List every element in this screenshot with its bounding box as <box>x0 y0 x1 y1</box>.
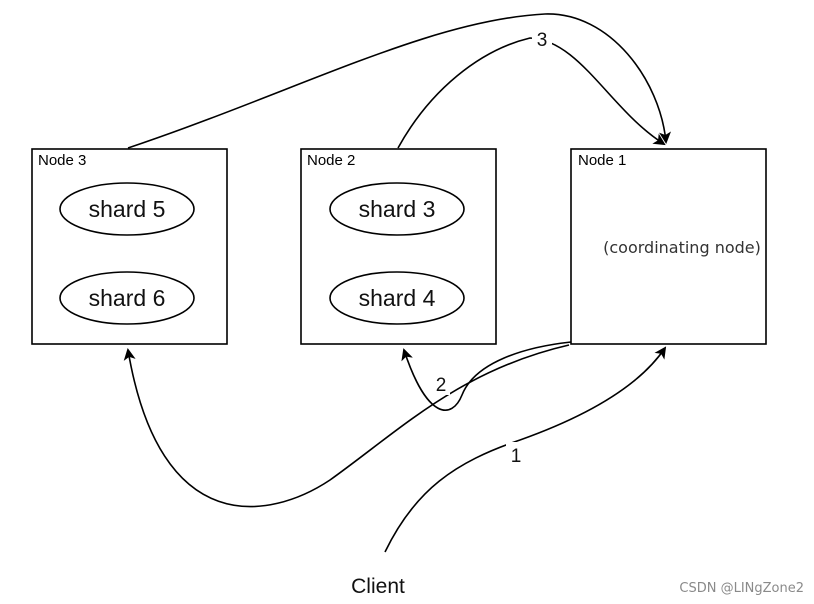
arrow-1-client-to-node-1 <box>384 346 667 553</box>
node-2-title: Node 2 <box>307 152 355 169</box>
step-1-label: 1 <box>511 446 522 467</box>
arrow-2-node-1-to-node-3 <box>123 344 570 508</box>
coordinating-node-label: (coordinating node) <box>603 238 761 257</box>
step-1-label-bg <box>506 442 524 466</box>
arrow-3-node-2-to-node-1 <box>397 37 666 149</box>
shard-label: shard 4 <box>359 285 436 311</box>
node-1: Node 1 (coordinating node) <box>570 148 767 345</box>
shard-label: shard 5 <box>89 196 166 222</box>
node-1-title: Node 1 <box>578 152 626 169</box>
arrow-2-node-1-to-node-2 <box>401 341 572 411</box>
step-3-label: 3 <box>537 30 548 51</box>
step-3-label-bg <box>532 26 552 50</box>
step-2-label: 2 <box>436 375 447 396</box>
shard-ellipse <box>329 182 465 236</box>
shard-ellipse <box>59 182 195 236</box>
client-label: Client <box>351 575 405 598</box>
shard-ellipse <box>329 271 465 325</box>
node-2: Node 2 shard 3 shard 4 <box>300 148 497 345</box>
shard-label: shard 6 <box>89 285 166 311</box>
shard-ellipse <box>59 271 195 325</box>
arrow-3-node-3-to-node-1 <box>127 13 672 149</box>
step-2-label-bg <box>432 371 450 395</box>
node-3-title: Node 3 <box>38 152 86 169</box>
shard-label: shard 3 <box>359 196 436 222</box>
csdn-watermark: CSDN @LINgZone2 <box>679 581 804 596</box>
node-3: Node 3 shard 5 shard 6 <box>31 148 228 345</box>
node-1-box <box>570 148 767 345</box>
